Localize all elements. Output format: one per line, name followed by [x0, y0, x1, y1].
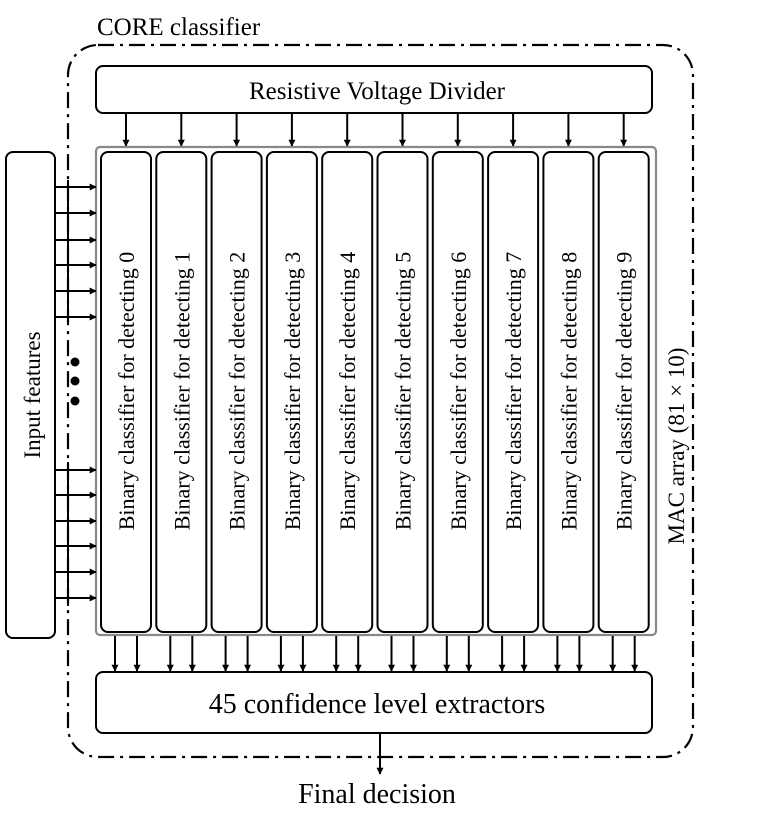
extractors-block: 45 confidence level extractors [95, 671, 653, 734]
classifier-box [100, 151, 152, 633]
classifier-2: Binary classifier for detecting 2 [210, 151, 263, 633]
classifier-label: Binary classifier for detecting 9 [612, 252, 637, 531]
classifier-label: Binary classifier for detecting 6 [446, 252, 471, 531]
classifier-label: Binary classifier for detecting 2 [225, 252, 250, 531]
classifier-box [265, 151, 318, 633]
classifier-columns: Binary classifier for detecting 0 Binary … [100, 151, 650, 633]
classifier-label: Binary classifier for detecting 7 [501, 252, 526, 531]
classifier-box [487, 151, 540, 633]
classifier-box [155, 151, 208, 633]
classifier-label: Binary classifier for detecting 5 [391, 252, 416, 531]
input-features-label: Input features [20, 331, 45, 458]
final-decision-label: Final decision [298, 779, 456, 810]
classifier-box [210, 151, 263, 633]
divider-arrows [122, 113, 628, 147]
classifier-label: Binary classifier for detecting 0 [114, 252, 139, 531]
input-arrows [55, 180, 97, 606]
classifier-6: Binary classifier for detecting 6 [431, 151, 484, 633]
classifier-5: Binary classifier for detecting 5 [376, 151, 429, 633]
classifier-box [321, 151, 374, 633]
classifier-box [376, 151, 429, 633]
extractors-label: 45 confidence level extractors [209, 689, 546, 720]
mac-array-label: MAC array (81 × 10) [664, 348, 689, 545]
classifier-9: Binary classifier for detecting 9 [597, 151, 650, 633]
mac-array-box [94, 145, 658, 637]
classifier-label: Binary classifier for detecting 4 [335, 252, 360, 531]
classifier-3: Binary classifier for detecting 3 [265, 151, 318, 633]
output-arrows [111, 636, 639, 672]
ellipsis-dots [70, 357, 80, 406]
classifier-8: Binary classifier for detecting 8 [542, 151, 595, 633]
voltage-divider-block: Resistive Voltage Divider [95, 65, 653, 114]
input-features-block: Input features [5, 151, 56, 639]
classifier-label: Binary classifier for detecting 3 [280, 252, 305, 531]
classifier-box [542, 151, 595, 633]
classifier-4: Binary classifier for detecting 4 [321, 151, 374, 633]
classifier-box [431, 151, 484, 633]
classifier-1: Binary classifier for detecting 1 [155, 151, 208, 633]
classifier-label: Binary classifier for detecting 8 [556, 252, 581, 531]
classifier-box [597, 151, 650, 633]
core-title: CORE classifier [97, 14, 261, 41]
classifier-7: Binary classifier for detecting 7 [487, 151, 540, 633]
classifier-label: Binary classifier for detecting 1 [169, 252, 194, 531]
voltage-divider-label: Resistive Voltage Divider [249, 78, 506, 105]
classifier-0: Binary classifier for detecting 0 [100, 151, 152, 633]
